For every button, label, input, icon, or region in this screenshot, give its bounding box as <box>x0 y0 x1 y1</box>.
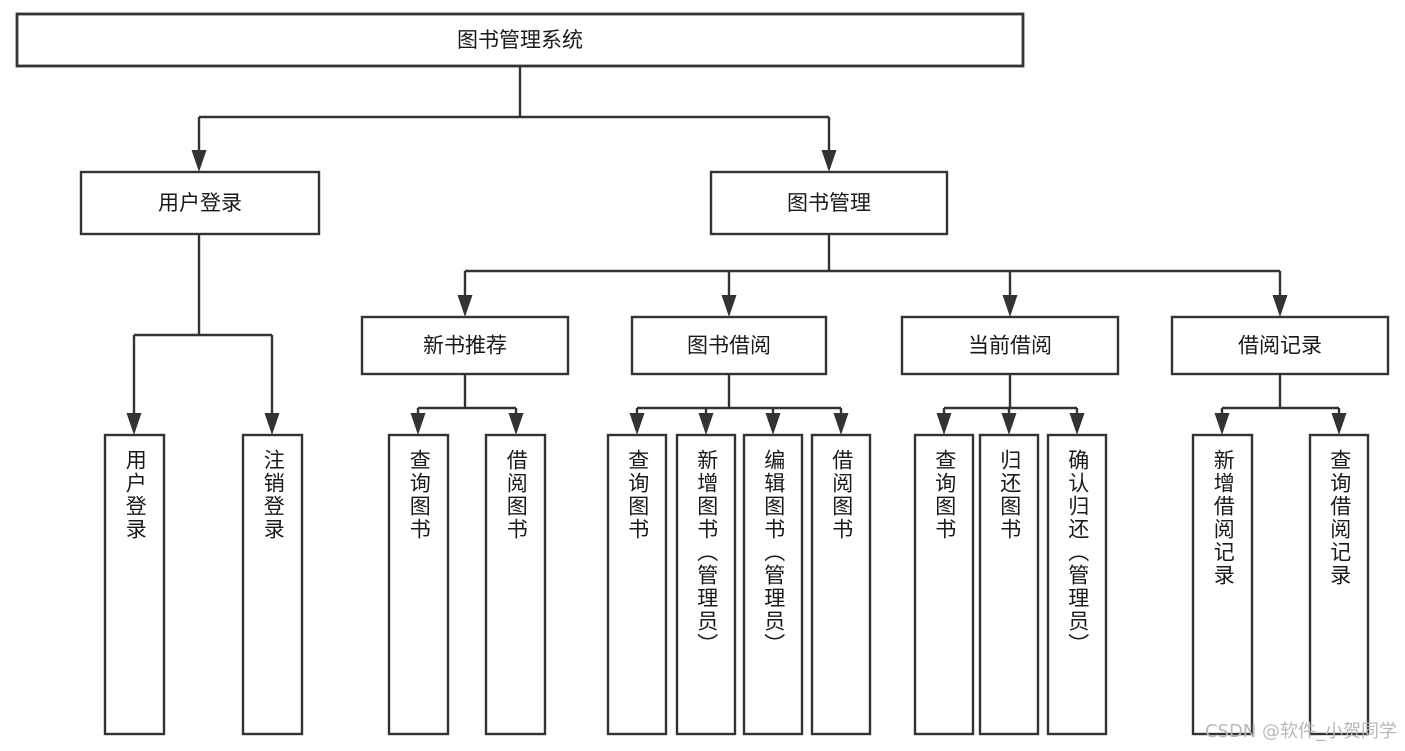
node-box-level1-0[interactable] <box>79 170 321 236</box>
node-box-root[interactable] <box>15 12 1025 68</box>
root-bus <box>191 66 837 172</box>
node-label-root: 图书管理系统 <box>457 28 583 52</box>
node-box-level2-3[interactable] <box>1170 315 1390 376</box>
node-box-level2-1[interactable] <box>630 315 828 376</box>
user-login-bus <box>126 234 280 435</box>
node-box-leaf-6[interactable] <box>742 433 804 736</box>
connectors-layer <box>126 66 1347 435</box>
node-label-level2-0: 新书推荐 <box>423 334 507 358</box>
book-mgmt-bus <box>457 234 1288 317</box>
node-label-level2-2: 当前借阅 <box>968 334 1052 358</box>
node-box-leaf-5[interactable] <box>675 433 737 736</box>
node-box-leaf-0[interactable] <box>103 433 166 736</box>
node-box-leaf-3[interactable] <box>484 433 547 736</box>
node-label-level2-1: 图书借阅 <box>687 334 771 358</box>
node-box-leaf-9[interactable] <box>978 433 1040 736</box>
node-box-leaf-4[interactable] <box>606 433 668 736</box>
node-label-level2-3: 借阅记录 <box>1238 334 1322 358</box>
watermark-text: CSDN @软件_小贺同学 <box>1204 721 1397 742</box>
node-label-level1-0: 用户登录 <box>158 191 242 215</box>
boxes-layer <box>15 12 1390 736</box>
node-box-leaf-11[interactable] <box>1191 433 1254 736</box>
node-box-leaf-2[interactable] <box>387 433 450 736</box>
current-borrow-bus <box>936 374 1085 435</box>
record-bus <box>1214 374 1347 435</box>
node-box-leaf-8[interactable] <box>913 433 975 736</box>
node-box-leaf-10[interactable] <box>1046 433 1108 736</box>
node-box-leaf-7[interactable] <box>810 433 872 736</box>
new-book-bus <box>410 374 524 435</box>
node-box-leaf-12[interactable] <box>1308 433 1370 736</box>
node-box-level2-2[interactable] <box>900 315 1120 376</box>
node-box-leaf-1[interactable] <box>241 433 304 736</box>
node-box-level1-1[interactable] <box>709 170 949 236</box>
node-label-level1-1: 图书管理 <box>787 191 871 215</box>
node-box-level2-0[interactable] <box>360 315 570 376</box>
borrow-bus <box>629 374 849 435</box>
